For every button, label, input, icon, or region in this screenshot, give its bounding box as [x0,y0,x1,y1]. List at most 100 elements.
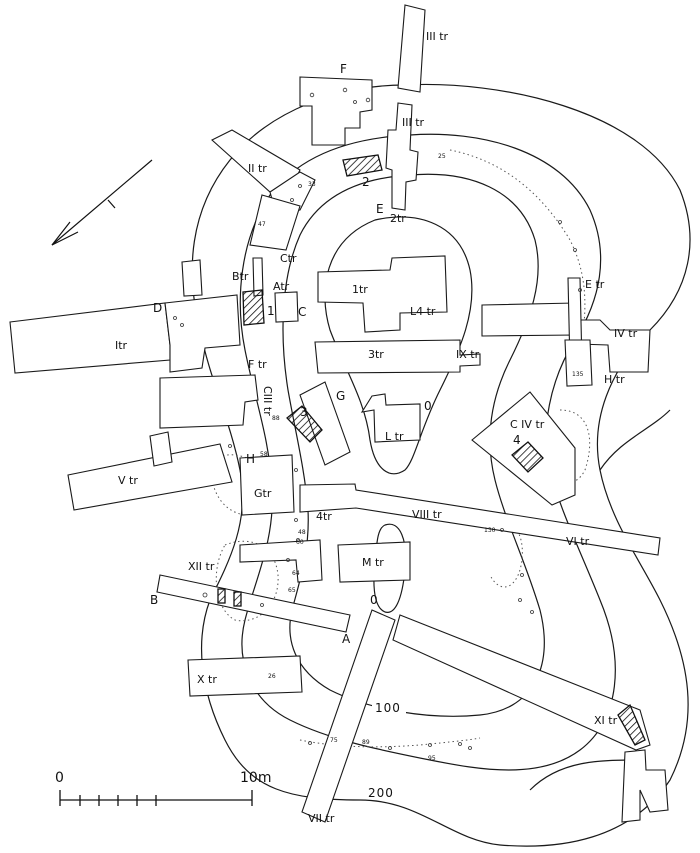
label-CIII-tr: CIII tr [261,386,274,416]
num-48: 48 [298,529,306,536]
trench-M [337,541,411,583]
label-H-tr: H tr [604,373,625,386]
label-1tr: 1tr [352,283,368,296]
trench-I [9,302,171,374]
scale-end-label: 10m [240,770,271,786]
contour-label-0-upper: 0 [424,399,432,413]
trench-VIII-VI [299,483,661,556]
label-H: H [246,452,255,466]
label-M-tr: M tr [362,556,384,569]
trench-VII [301,609,396,823]
trench-A [274,291,299,323]
label-IX-tr: IX tr [456,348,480,361]
label-IV-tr: IV tr [614,327,638,340]
trench-XI [392,614,651,751]
label-L4tr: L4 tr [410,305,436,318]
trench-Ctr [249,194,301,251]
dotted-outline-west [209,454,266,516]
num-88: 88 [272,415,280,422]
label-III-tr-top: III tr [426,30,449,43]
label-L-tr: L tr [385,430,404,443]
num-58: 58 [260,451,268,458]
label-A: A [342,632,351,646]
label-E-tr: E tr [585,278,605,291]
label-CIV-tr: C IV tr [510,418,545,431]
num-60: 60 [296,539,304,546]
label-VIII-tr: VIII tr [412,508,442,521]
contour-ridge [599,409,671,471]
contour-inner-1 [282,173,545,717]
feature-label-1: 1 [267,304,275,318]
num-47: 47 [258,221,266,228]
label-B: B [150,593,158,607]
label-E: E [376,202,384,216]
feature-XII-hatch-a [217,588,226,604]
trench-H [564,339,593,387]
contour-0-upper [324,216,473,475]
trench-XII [156,574,351,633]
trench-V-stem [149,431,173,467]
trench-X [187,655,303,697]
contour-label-0-lower: 0 [370,593,378,607]
trench-III-top [397,4,426,93]
contour-label-200: 200 [368,786,394,800]
trench-F-CIII [159,374,259,429]
num-95: 95 [428,755,436,762]
label-2tr: 2tr [390,212,406,225]
feature-2-hatch [342,154,383,177]
trench-XI-end [621,749,669,823]
trench-D [164,294,241,373]
trench-F [299,76,373,146]
dotted-features [209,149,591,748]
label-Btr: Btr [232,270,249,283]
hatched-features [217,154,646,746]
num-64: 64 [292,570,300,577]
label-C: C [298,305,306,319]
label-F-tr: F tr [248,358,267,371]
north-arrow-icon [51,159,153,246]
feature-label-2: 2 [362,175,370,189]
feature-4-hatch [511,441,544,473]
num-75: 75 [330,737,338,744]
label-Ctr: Ctr [280,252,297,265]
label-I-tr: Itr [115,339,128,352]
label-G: G [336,389,345,403]
trench-small-left [181,259,203,297]
feature-XI-hatch [617,703,646,746]
num-89: 89 [362,739,370,746]
num-130: 130 [484,527,496,534]
label-3tr: 3tr [368,348,384,361]
trench-L [360,393,421,443]
num-33: 33 [308,181,316,188]
label-III-tr: III tr [402,116,425,129]
trench-3 [314,339,481,374]
trench-south-west-block [239,539,323,583]
num-135: 135 [572,371,584,378]
num-25: 25 [438,153,446,160]
dotted-row-east [449,149,586,341]
label-II-tr: II tr [248,162,267,175]
feature-label-3: 3 [300,405,308,419]
scale-bar [59,790,253,806]
label-V-tr: V tr [118,474,138,487]
trench-B [252,257,264,297]
contour-label-100: 100 [375,701,401,715]
feature-3-hatch [286,405,323,443]
post-holes [173,87,582,750]
trench-III [385,102,419,211]
feature-1-hatch [242,289,265,326]
label-XII-tr: XII tr [188,560,215,573]
trench-Gtr [239,454,295,516]
scale-start-label: 0 [55,770,64,786]
feature-label-4: 4 [513,433,521,447]
trench-V [67,443,233,511]
label-VI-tr: VI tr [566,535,590,548]
feature-XII-hatch-b [233,591,242,607]
label-G-tr: Gtr [254,487,272,500]
label-Atr: Atr [273,280,290,293]
num-65: 65 [288,587,296,594]
trench-1 [317,255,448,333]
label-X-tr: X tr [197,673,217,686]
trenches [9,4,669,823]
